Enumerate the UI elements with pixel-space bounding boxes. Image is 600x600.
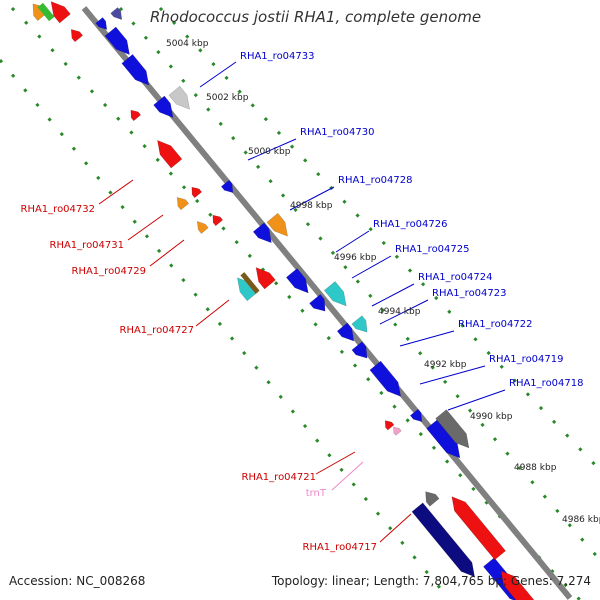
- reverse-gene-arrow: [393, 426, 402, 436]
- reverse-gene-connector: [315, 451, 356, 475]
- map-title: Rhodococcus jostii RHA1, complete genome: [150, 8, 482, 26]
- forward-gene-connector: [419, 365, 486, 385]
- grid-line: [158, 6, 600, 472]
- reverse-gene-arrow: [384, 420, 395, 431]
- forward-gene-connector: [289, 186, 335, 211]
- forward-gene-arrow: [252, 222, 272, 244]
- kbp-tick-label: 4992 kbp: [424, 360, 467, 370]
- forward-gene-label: RHA1_ro04726: [373, 219, 448, 230]
- genome-summary: Topology: linear; Length: 7,804,765 bp; …: [271, 574, 591, 588]
- label-connectors: [98, 61, 506, 543]
- reverse-gene-connector: [98, 179, 134, 205]
- reverse-gene-label: RHA1_ro04731: [50, 240, 125, 251]
- forward-gene-label: RHA1_ro04718: [509, 378, 584, 389]
- forward-gene-arrow: [323, 281, 347, 307]
- trna-connector: [331, 461, 364, 491]
- forward-gene-arrow: [369, 360, 402, 397]
- kbp-scale: 5004 kbp 5002 kbp 5000 kbp 4998 kbp 4996 kbp…: [166, 39, 600, 525]
- reverse-gene-label: RHA1_ro04721: [242, 472, 317, 483]
- forward-gene-arrow: [266, 212, 288, 237]
- kbp-tick-label: 4996 kbp: [334, 253, 377, 263]
- accession-text: Accession: NC_008268: [9, 574, 146, 588]
- forward-gene-connector: [399, 330, 455, 347]
- forward-gene-arrow: [351, 341, 368, 359]
- forward-gene-arrow: [220, 179, 234, 193]
- kbp-tick-label: 4990 kbp: [470, 412, 513, 422]
- forward-gene-label: RHA1_ro04724: [418, 272, 493, 283]
- forward-gene-arrow: [95, 17, 108, 30]
- reverse-gene-arrow: [212, 214, 224, 227]
- reverse-gene-label: RHA1_ro04732: [21, 204, 96, 215]
- reverse-gene-label: RHA1_ro04729: [72, 266, 147, 277]
- forward-gene-arrow: [411, 502, 475, 578]
- reverse-gene-arrow: [196, 221, 209, 234]
- forward-gene-arrow: [110, 7, 123, 20]
- reverse-gene-arrow: [191, 186, 203, 199]
- kbp-tick-label: 4988 kbp: [514, 463, 557, 473]
- forward-gene-connector: [371, 283, 415, 307]
- grid-line: [0, 59, 452, 600]
- forward-gene-connector: [351, 255, 392, 279]
- forward-gene-connector: [447, 389, 506, 411]
- kbp-tick-label: 4986 kbp: [562, 515, 600, 525]
- forward-gene-arrow: [336, 322, 355, 342]
- reverse-gene-arrow: [176, 197, 190, 211]
- reverse-gene-arrow: [50, 1, 71, 24]
- reverse-gene-arrow: [255, 267, 276, 290]
- forward-gene-label: RHA1_ro04725: [395, 244, 470, 255]
- reverse-gene-arrow: [130, 109, 142, 122]
- forward-gene-connector: [335, 230, 370, 253]
- reverse-gene-label: RHA1_ro04717: [303, 542, 378, 553]
- forward-gene-arrow: [121, 54, 150, 86]
- reverse-gene-box: [37, 2, 55, 22]
- reverse-gene-box: [240, 272, 260, 294]
- reverse-gene-connector: [379, 513, 412, 543]
- kbp-tick-label: 4998 kbp: [290, 201, 333, 211]
- forward-gene-label: RHA1_ro04730: [300, 127, 375, 138]
- kbp-tick-label: 5000 kbp: [248, 147, 291, 157]
- gene-features: [32, 1, 535, 600]
- reverse-gene-arrow: [157, 140, 183, 169]
- forward-gene-arrow: [309, 294, 326, 312]
- kbp-tick-label: 5004 kbp: [166, 39, 209, 49]
- grid-lines: [0, 6, 600, 600]
- kbp-tick-label: 4994 kbp: [378, 307, 421, 317]
- reverse-gene-arrow: [425, 491, 440, 507]
- forward-gene-arrow: [409, 408, 423, 422]
- forward-gene-label: RHA1_ro04728: [338, 175, 413, 186]
- reverse-gene-connector: [149, 239, 185, 267]
- forward-gene-connector: [379, 299, 429, 325]
- forward-gene-arrow: [153, 95, 174, 118]
- forward-gene-arrow: [104, 26, 130, 55]
- forward-gene-label: RHA1_ro04733: [240, 51, 315, 62]
- forward-gene-label: RHA1_ro04719: [489, 354, 564, 365]
- forward-gene-arrow: [285, 268, 309, 294]
- reverse-gene-connector: [195, 299, 230, 327]
- forward-gene-connector: [199, 61, 237, 88]
- trna-label: trnT: [306, 488, 327, 499]
- forward-gene-connector: [247, 138, 297, 161]
- forward-gene-arrow: [168, 85, 190, 110]
- forward-gene-arrow: [435, 409, 470, 449]
- reverse-gene-arrow: [70, 29, 84, 43]
- reverse-gene-connector: [127, 214, 164, 241]
- forward-gene-label: RHA1_ro04722: [458, 319, 533, 330]
- grid-line: [118, 7, 600, 561]
- kbp-tick-label: 5002 kbp: [206, 93, 249, 103]
- gene-labels: RHA1_ro04733RHA1_ro04730RHA1_ro04728RHA1…: [21, 51, 584, 553]
- forward-gene-arrow: [351, 315, 368, 333]
- reverse-gene-arrow: [451, 496, 506, 561]
- forward-gene-label: RHA1_ro04723: [432, 288, 507, 299]
- reverse-gene-label: RHA1_ro04727: [120, 325, 195, 336]
- genome-backbone: [81, 6, 573, 600]
